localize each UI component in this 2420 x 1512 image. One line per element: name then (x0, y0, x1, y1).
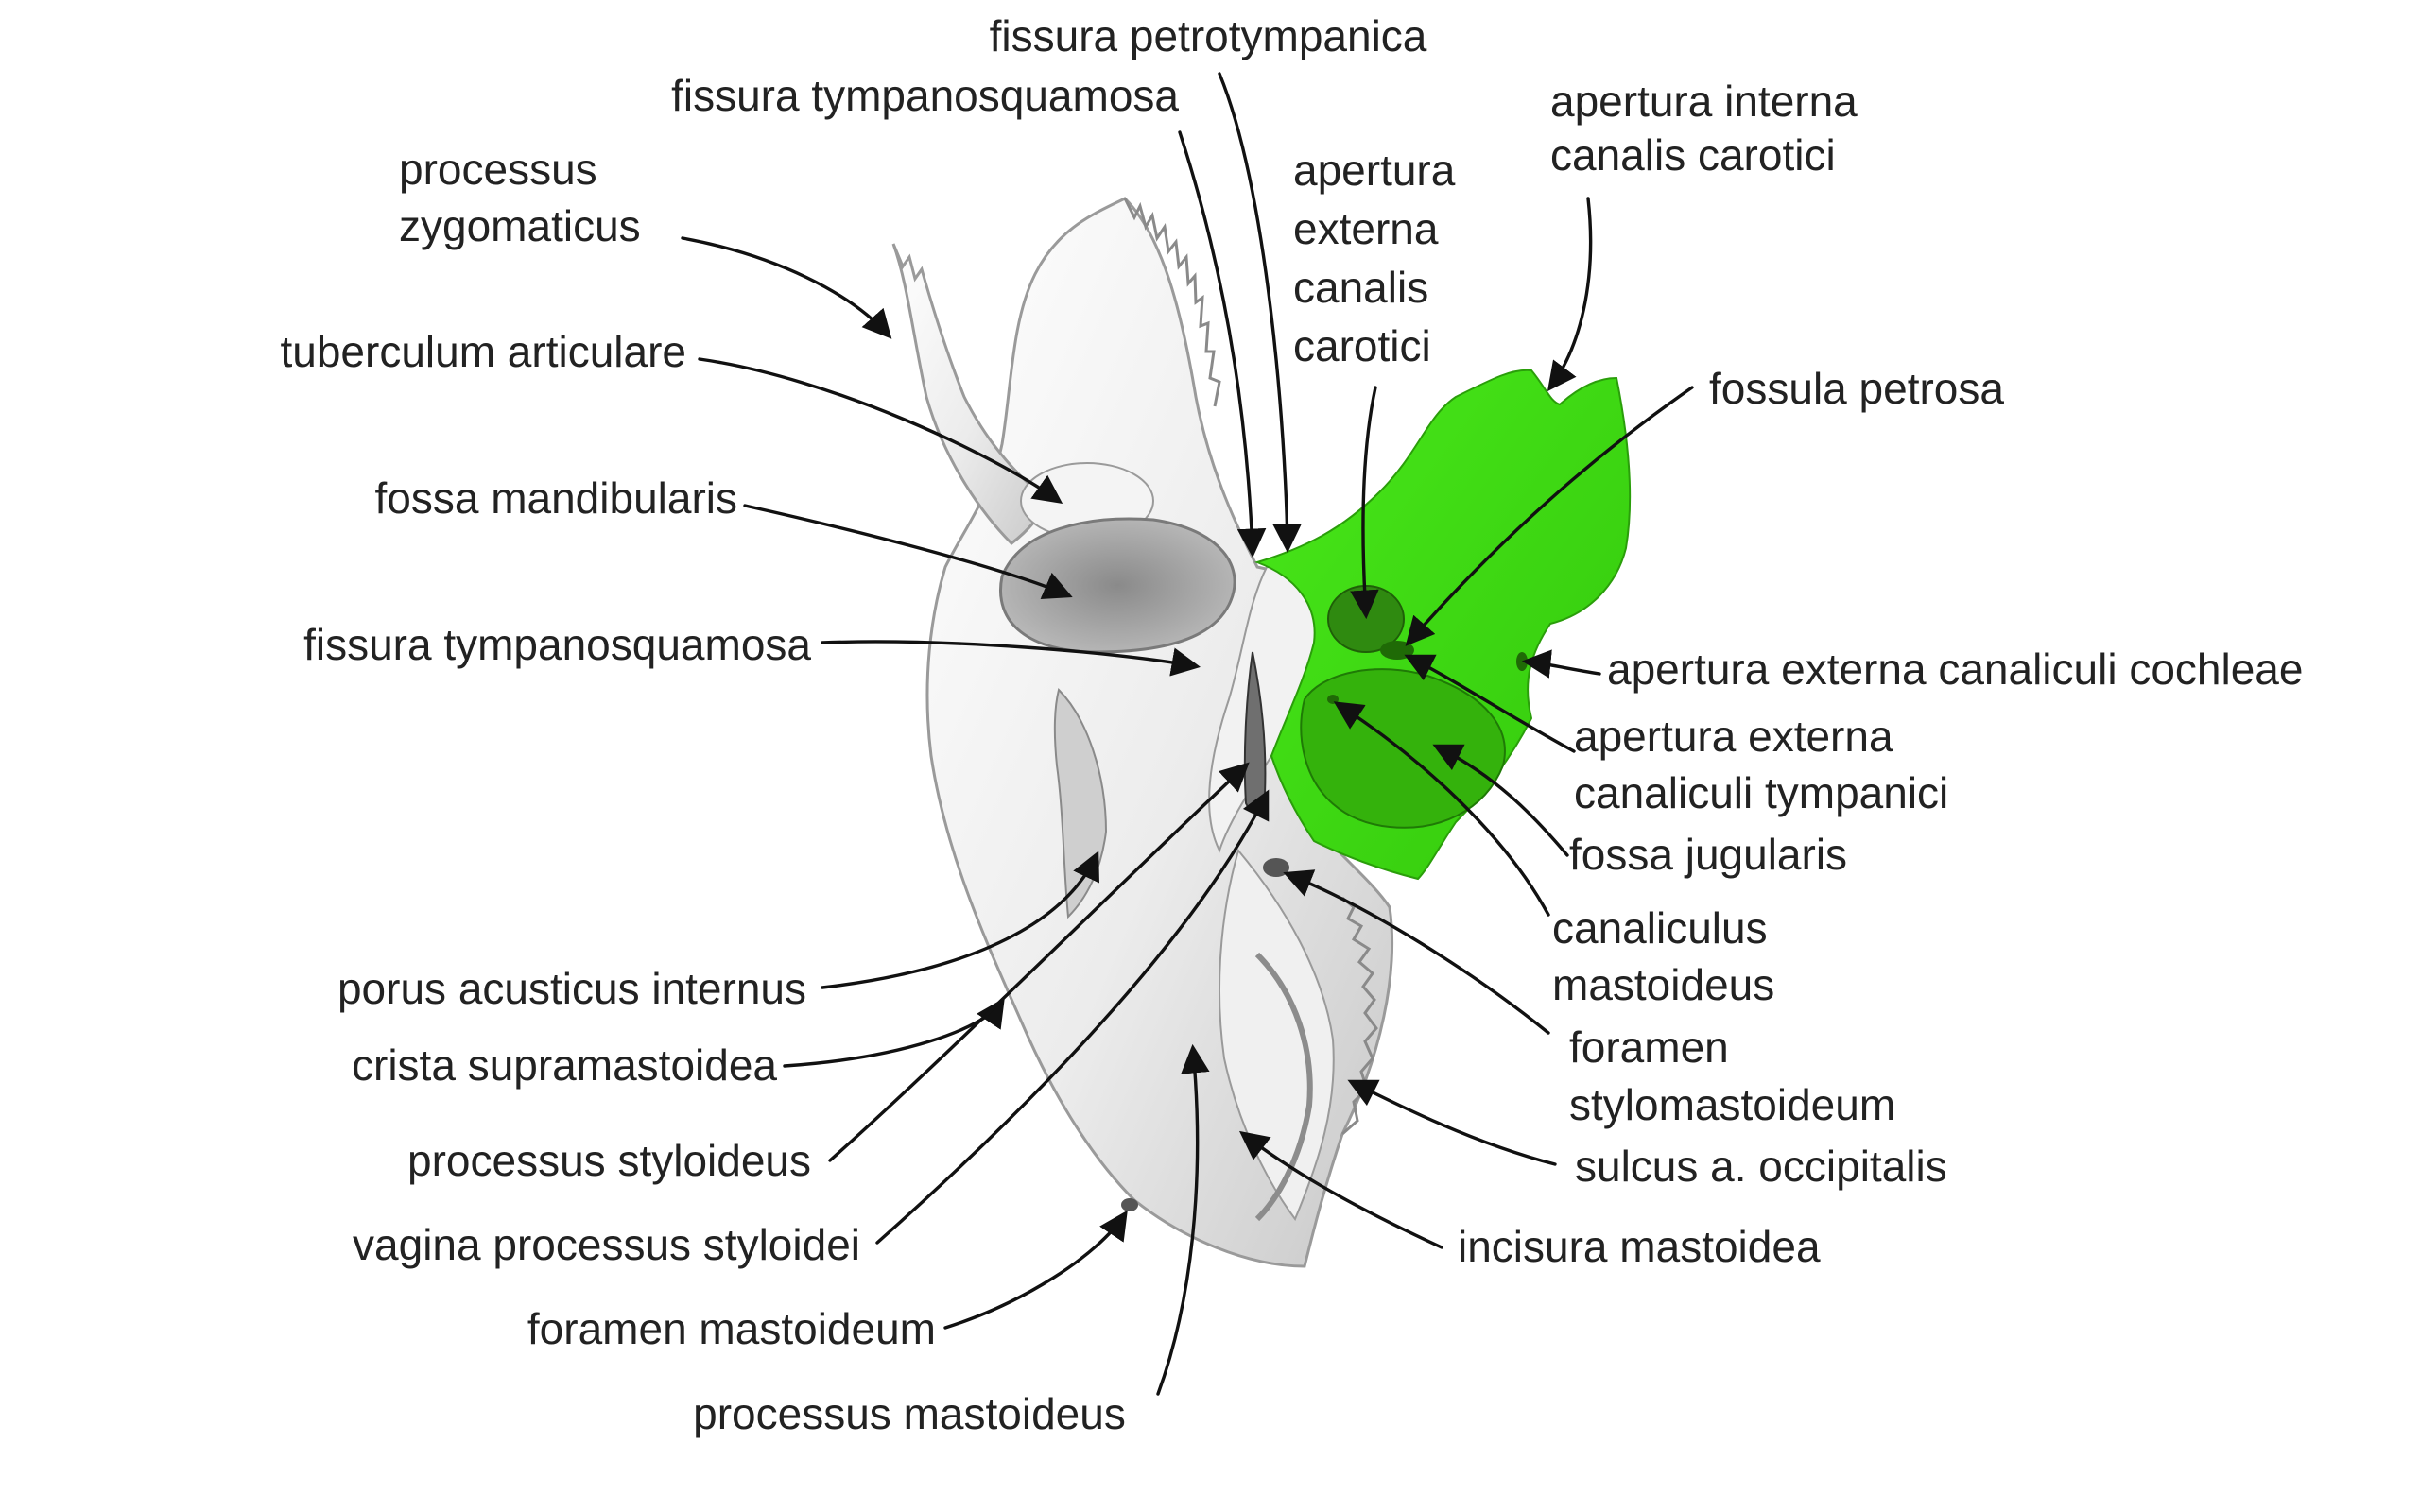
leader-fissura-petrotympanica (1218, 72, 1302, 554)
label-vagina-processus-styloidei: vagina processus styloidei (353, 1220, 860, 1269)
label-apertura-externa-canaliculi-tympanici-line2: canaliculi tympanici (1574, 768, 1948, 817)
leader-tuberculum-articulare (698, 357, 1063, 504)
label-tuberculum-articulare: tuberculum articulare (280, 327, 686, 376)
leader-foramen-mastoideum (943, 1210, 1128, 1330)
leader-apertura-externa-canaliculi-cochleae (1521, 649, 1601, 679)
labels: fissura petrotympanica fissura tympanosq… (280, 11, 2303, 1438)
leader-fissura-tympanosquamosa-top (1178, 130, 1267, 558)
label-fossa-mandibularis: fossa mandibularis (374, 473, 737, 523)
leader-foramen-stylomastoideum (1283, 869, 1550, 1035)
label-fissura-tympanosquamosa-mid: fissura tympanosquamosa (303, 620, 811, 669)
leader-fossula-petrosa (1405, 386, 1694, 646)
leader-sulcus-a-occipitalis (1347, 1079, 1557, 1166)
leader-processus-zygomaticus (681, 236, 892, 339)
label-apertura-externa-canaliculi-cochleae: apertura externa canaliculi cochleae (1607, 644, 2303, 694)
leader-fossa-jugularis (1432, 744, 1569, 857)
leader-apertura-interna (1547, 197, 1593, 392)
leader-apertura-externa-carotici (1350, 386, 1379, 620)
leader-apertura-externa-canaliculi-tympanici (1404, 654, 1576, 753)
leader-incisura-mastoidea (1238, 1130, 1443, 1249)
label-fossa-jugularis: fossa jugularis (1569, 830, 1847, 879)
label-crista-supramastoidea: crista supramastoidea (352, 1040, 777, 1090)
label-porus-acusticus-internus: porus acusticus internus (337, 964, 806, 1013)
label-canaliculus-mastoideus-line2: mastoideus (1552, 960, 1774, 1009)
label-apertura-externa-carotici-line2: externa (1293, 204, 1439, 253)
leader-processus-mastoideus (1156, 1043, 1210, 1396)
leader-processus-styloideus (828, 762, 1250, 1162)
squamous-serrated-edge (1123, 198, 1221, 407)
label-processus-zygomaticus-line2: zygomaticus (399, 201, 641, 250)
label-apertura-externa-canaliculi-tympanici-line1: apertura externa (1574, 712, 1893, 761)
label-foramen-stylomastoideum-line1: foramen (1569, 1022, 1729, 1072)
label-incisura-mastoidea: incisura mastoidea (1458, 1222, 1821, 1271)
leader-canaliculus-mastoideus (1333, 701, 1550, 917)
mandibular-fossa-shape (999, 517, 1236, 654)
label-apertura-externa-carotici-line1: apertura (1293, 146, 1456, 195)
label-fissura-tympanosquamosa-top: fissura tympanosquamosa (671, 71, 1179, 120)
label-sulcus-a-occipitalis: sulcus a. occipitalis (1575, 1142, 1947, 1191)
label-apertura-externa-carotici-line4: carotici (1293, 321, 1431, 370)
leader-porus-acusticus-internus (821, 850, 1099, 989)
foramen-stylomastoideum-hole (1263, 858, 1289, 877)
leader-fossa-mandibularis (743, 504, 1073, 600)
label-apertura-interna-line2: canalis carotici (1550, 130, 1836, 180)
label-processus-mastoideus: processus mastoideus (693, 1389, 1126, 1438)
foramen-mastoideum-hole (1121, 1198, 1138, 1211)
label-processus-styloideus: processus styloideus (407, 1136, 811, 1185)
bone-illustration (891, 197, 1632, 1268)
label-fossula-petrosa: fossula petrosa (1709, 364, 2004, 413)
leader-lines (681, 72, 1694, 1396)
label-processus-zygomaticus-line1: processus (399, 145, 597, 194)
leader-fissura-tympanosquamosa-mid (821, 640, 1201, 677)
mastoid-notch-groove (1254, 952, 1313, 1222)
leader-vagina-processus-styloidei (875, 789, 1270, 1245)
label-foramen-stylomastoideum-line2: stylomastoideum (1569, 1080, 1895, 1129)
leader-crista-supramastoidea (783, 997, 1005, 1068)
label-canaliculus-mastoideus-line1: canaliculus (1552, 903, 1768, 953)
label-foramen-mastoideum: foramen mastoideum (527, 1304, 936, 1353)
label-apertura-externa-carotici-line3: canalis (1293, 263, 1428, 312)
label-apertura-interna-line1: apertura interna (1550, 77, 1858, 126)
label-fissura-petrotympanica: fissura petrotympanica (990, 11, 1427, 60)
